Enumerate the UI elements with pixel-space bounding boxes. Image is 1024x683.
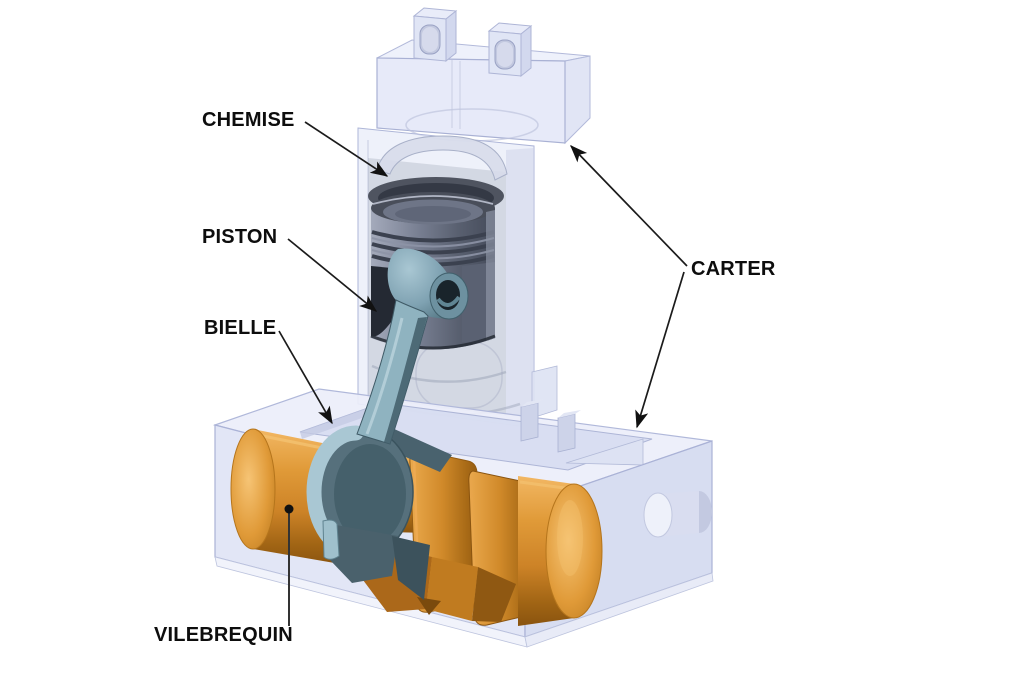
- bielle-arrow: [278, 330, 333, 425]
- piston-arrow: [287, 238, 378, 312]
- bielle-small-end: [387, 248, 469, 320]
- label-bielle: BIELLE: [204, 317, 277, 339]
- leader-lines: [278, 121, 688, 626]
- bielle-shank: [356, 299, 429, 445]
- bearing-bore-hole: [643, 491, 712, 538]
- carter-top-boss-left: [412, 7, 458, 63]
- cavity-corner-rib: [565, 438, 644, 466]
- carter-upper-block: [376, 7, 591, 145]
- label-carter: CARTER: [691, 258, 776, 280]
- carter-arrow-upper: [570, 145, 688, 267]
- label-vilebrequin: VILEBREQUIN: [154, 624, 293, 646]
- crank-left-end: [230, 428, 276, 550]
- bielle-cap: [330, 524, 398, 583]
- carter-top-boss-right: [487, 22, 533, 78]
- label-piston: PISTON: [202, 226, 278, 248]
- vilebrequin-leader-dot: [284, 504, 294, 514]
- bielle-rod: [306, 299, 452, 600]
- label-chemise: CHEMISE: [202, 109, 295, 131]
- top-face-slots: [520, 399, 581, 453]
- piston: [370, 192, 496, 350]
- crank-right-end: [545, 483, 603, 619]
- chemise-arrow: [304, 121, 389, 177]
- bielle-cap-bolt: [322, 519, 340, 560]
- carter-arrow-lower: [635, 271, 685, 429]
